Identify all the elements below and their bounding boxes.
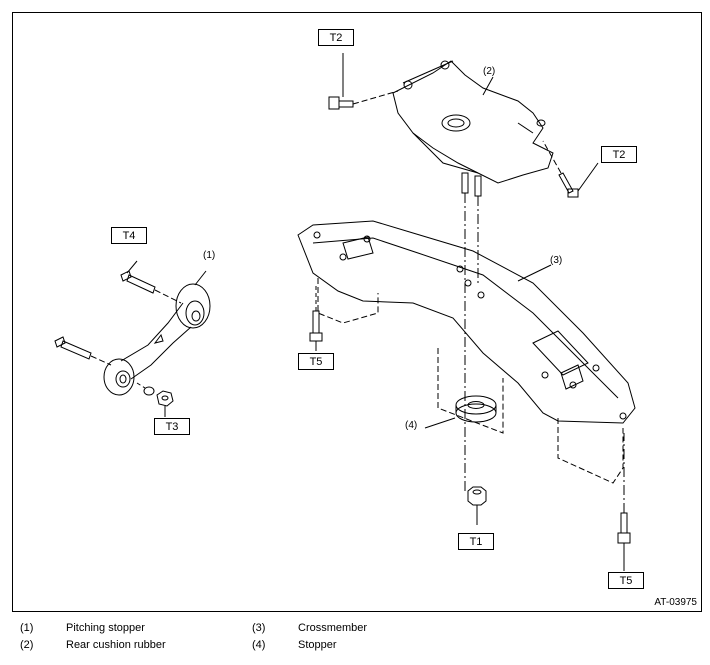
torque-tag-t5-left: T5 — [298, 353, 334, 370]
diagram-frame: T2 T2 T4 T5 T3 T1 T5 (1) (2) (3) (4) AT-… — [12, 12, 702, 612]
legend-number: (4) — [252, 639, 266, 651]
drawing-code: AT-03975 — [654, 597, 697, 608]
bolt-t4 — [120, 260, 182, 304]
legend-item: (4) Stopper — [252, 639, 337, 651]
bolt-t5-left — [309, 283, 323, 351]
exploded-view-drawing — [54, 53, 636, 571]
legend-label: Rear cushion rubber — [66, 639, 166, 651]
torque-tag-t1: T1 — [458, 533, 494, 550]
legend-label: Pitching stopper — [66, 622, 145, 634]
legend-label: Crossmember — [298, 622, 368, 634]
pitching-stopper — [103, 270, 211, 396]
bolt-left-pitching — [54, 336, 112, 366]
torque-tag-t4: T4 — [111, 227, 147, 244]
callout-1: (1) — [203, 250, 216, 261]
rear-cushion-rubber — [392, 60, 554, 184]
nut-t1 — [467, 486, 487, 525]
legend-item: (1) Pitching stopper — [20, 622, 145, 634]
legend-item: (2) Rear cushion rubber — [20, 639, 166, 651]
callout-2: (2) — [483, 66, 496, 77]
legend-number: (1) — [20, 622, 34, 634]
torque-tag-t3: T3 — [154, 418, 190, 435]
callout-3: (3) — [550, 255, 563, 266]
stopper — [424, 395, 497, 429]
cushion-studs — [461, 172, 482, 197]
callout-4: (4) — [405, 420, 418, 431]
legend-number: (3) — [252, 622, 266, 634]
torque-tag-t2-right: T2 — [601, 146, 637, 163]
legend-item: (3) Crossmember — [252, 622, 367, 634]
nut-t3 — [136, 382, 174, 417]
torque-tag-t2-top: T2 — [318, 29, 354, 46]
legend-label: Stopper — [298, 639, 337, 651]
legend-number: (2) — [20, 639, 34, 651]
bolt-t2-top — [328, 53, 399, 110]
bolt-t5-right — [617, 433, 631, 571]
crossmember — [297, 220, 636, 484]
torque-tag-t5-right: T5 — [608, 572, 644, 589]
bolt-t2-right — [542, 140, 599, 198]
